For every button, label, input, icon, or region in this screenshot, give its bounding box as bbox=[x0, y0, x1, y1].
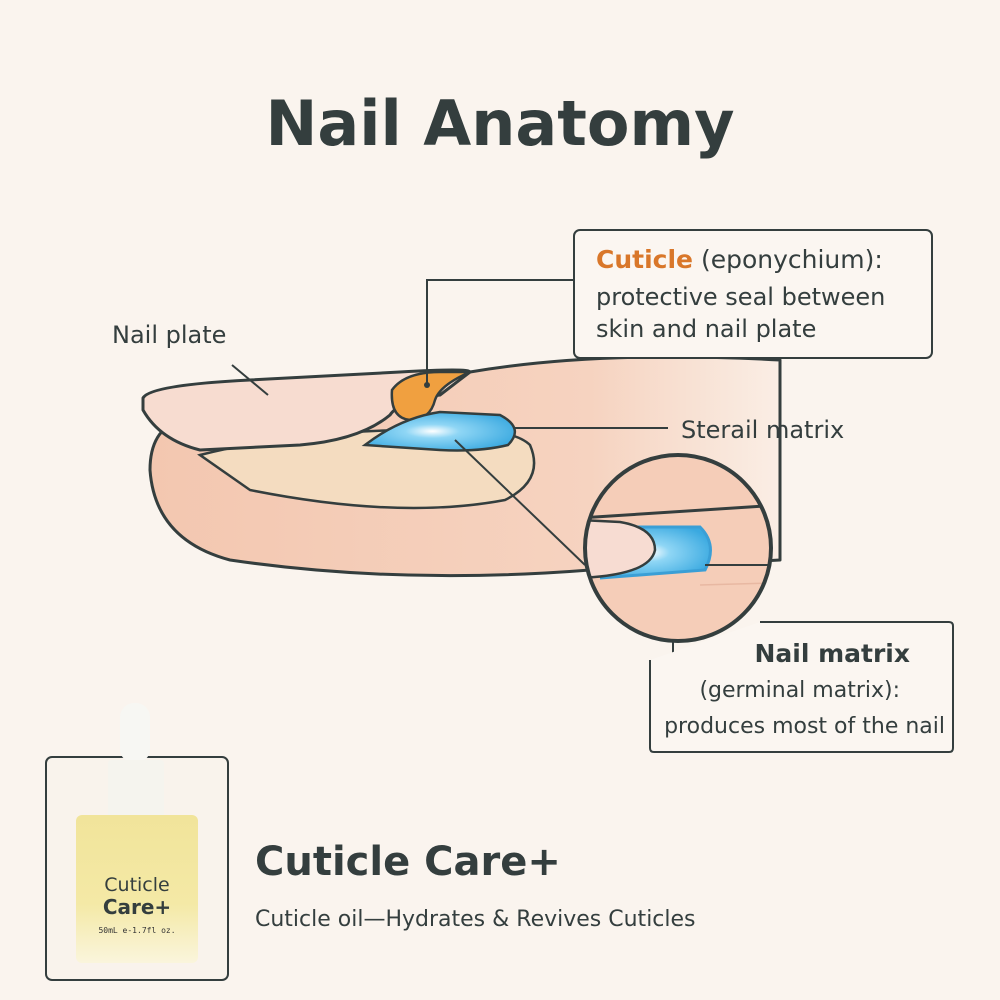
cuticle-shape bbox=[390, 370, 471, 422]
sterile-matrix-shape bbox=[361, 410, 517, 452]
bottle-volume: 50mL e-1.7fl oz. bbox=[98, 926, 175, 935]
magnified-view bbox=[583, 453, 773, 643]
nail-matrix-desc-line2: produces most of the nail bbox=[664, 714, 945, 739]
cuticle-name: Cuticle bbox=[596, 245, 693, 274]
cuticle-desc-line2: skin and nail plate bbox=[596, 315, 816, 343]
product-tagline: Cuticle oil—Hydrates & Revives Cuticles bbox=[255, 907, 696, 932]
cuticle-callout bbox=[573, 229, 933, 359]
bottle-label-line2: Care+ bbox=[103, 895, 171, 919]
page-title: Nail Anatomy bbox=[265, 87, 734, 160]
cuticle-alt-name: (eponychium): bbox=[693, 245, 883, 274]
product-bottle-image: Cuticle Care+ 50mL e-1.7fl oz. bbox=[76, 703, 198, 963]
bottle-label-line1: Cuticle bbox=[104, 874, 169, 896]
nail-plate-label: Nail plate bbox=[112, 321, 226, 349]
sterile-matrix-label: Sterail matrix bbox=[681, 416, 844, 444]
cuticle-desc-line1: protective seal between bbox=[596, 283, 885, 311]
nail-matrix-callout bbox=[649, 621, 954, 753]
nail-matrix-desc-line1: (germinal matrix): bbox=[699, 678, 900, 703]
nail-matrix-name: Nail matrix bbox=[754, 639, 910, 668]
product-name: Cuticle Care+ bbox=[255, 839, 561, 885]
finger-illustration bbox=[141, 355, 782, 578]
svg-text:Cuticle (eponychium):: Cuticle (eponychium): bbox=[596, 245, 883, 274]
